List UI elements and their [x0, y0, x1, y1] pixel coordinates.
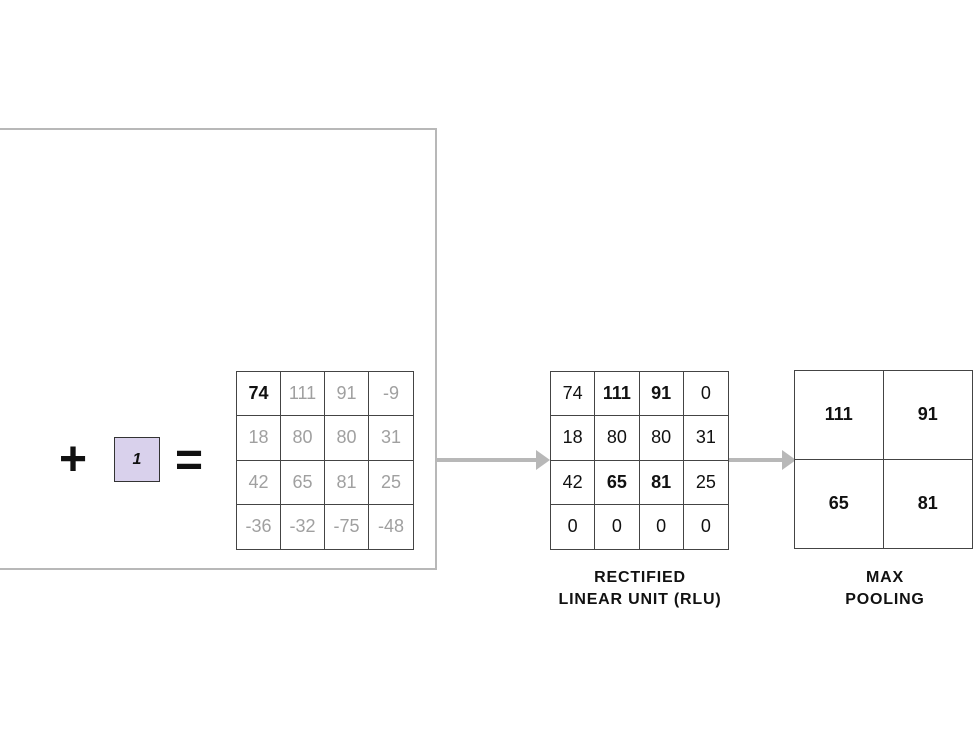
rlu-grid-cell: 31	[683, 416, 728, 461]
bias-box: 1	[114, 437, 160, 482]
rlu-grid-cell: 65	[595, 460, 640, 505]
sum-grid-cell: -48	[377, 516, 404, 537]
rlu-grid-cell: 18	[551, 416, 596, 461]
sum-grid-cell: 25	[369, 461, 413, 505]
sum-grid-cell: -32	[281, 504, 325, 549]
sum-grid-cell: 65	[281, 460, 325, 505]
input-frame	[0, 128, 437, 570]
sum-grid-cell: -36	[237, 504, 281, 549]
rlu-grid-cell: 111	[595, 372, 640, 417]
rlu-caption: RECTIFIED LINEAR UNIT (RLU)	[530, 567, 750, 611]
rlu-grid-cell: 0	[551, 504, 596, 549]
rlu-grid-cell: 0	[683, 372, 728, 417]
sum-grid-cell: 91	[325, 372, 369, 417]
rlu-grid-cell: 0	[700, 516, 711, 537]
bias-value: 1	[132, 450, 142, 468]
sum-grid-cell: 80	[281, 416, 325, 461]
pool-caption-line-2: POOLING	[845, 591, 925, 608]
rlu-grid-cell: 91	[639, 372, 684, 417]
rlu-caption-line-1: RECTIFIED	[594, 569, 686, 586]
rlu-grid-cell: 80	[639, 416, 684, 461]
equals-operator: =	[175, 434, 204, 487]
pool-grid-cell: 65	[795, 459, 884, 548]
sum-grid-cell: 80	[325, 416, 369, 461]
pool-grid-cell: 91	[883, 371, 972, 460]
rlu-grid-cell: 74	[551, 372, 596, 417]
arrow-right-icon	[437, 450, 550, 470]
pool-caption-line-1: MAX	[866, 569, 904, 586]
sum-grid-cell: 18	[237, 416, 281, 461]
arrow-right-icon	[729, 450, 796, 470]
sum-grid-cell: -75	[325, 504, 369, 549]
sum-grid-cell: 111	[281, 372, 325, 417]
rlu-grid-cell: 81	[639, 460, 684, 505]
sum-grid-cell: 42	[237, 460, 281, 505]
rlu-grid-cell: 0	[640, 504, 684, 549]
rlu-caption-line-2: LINEAR UNIT (RLU)	[558, 591, 722, 608]
pool-grid-cell: 81	[917, 493, 938, 514]
rlu-grid-cell: 80	[595, 416, 640, 461]
pool-grid-cell: 111	[795, 371, 884, 460]
sum-grid-cell: -9	[369, 372, 413, 417]
sum-grid-cell: 31	[369, 416, 413, 461]
plus-operator: +	[59, 433, 88, 486]
pool-caption: MAX POOLING	[790, 567, 980, 611]
rlu-grid-cell: 0	[595, 504, 640, 549]
sum-grid-cell: 81	[325, 460, 369, 505]
rlu-grid-cell: 25	[683, 461, 728, 505]
sum-grid-cell: 74	[237, 372, 281, 417]
rlu-grid-cell: 42	[551, 460, 596, 505]
